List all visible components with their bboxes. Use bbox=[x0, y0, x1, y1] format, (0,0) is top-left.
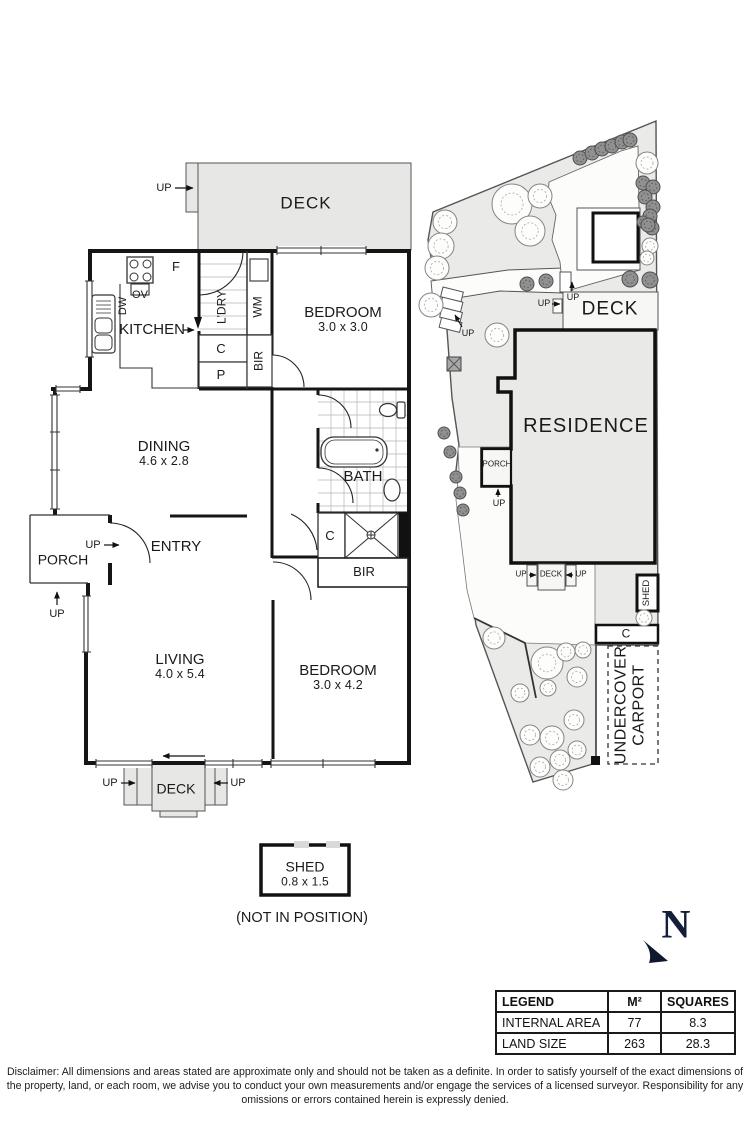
shed-note: (NOT IN POSITION) bbox=[236, 910, 368, 927]
site-carport-closet-label: C bbox=[621, 626, 631, 641]
pantry-label: P bbox=[216, 366, 226, 382]
room-label-deck-top: DECK bbox=[280, 193, 332, 213]
room-label-bedroom1: BEDROOM bbox=[304, 303, 382, 321]
site-porch-label: PORCH bbox=[482, 459, 512, 469]
fridge-label: F bbox=[172, 258, 180, 274]
legend-row-internal-area: INTERNAL AREA 77 8.3 bbox=[495, 1011, 736, 1034]
room-label-dining: DINING bbox=[137, 437, 191, 455]
legend-header-squares: SQUARES bbox=[660, 990, 736, 1013]
legend-header-row: LEGEND M² SQUARES bbox=[495, 990, 736, 1013]
legend-cell-label: LAND SIZE bbox=[495, 1032, 609, 1055]
up-label-porch: UP bbox=[85, 538, 101, 551]
up-label-site-bottom-right: UP bbox=[575, 569, 587, 579]
site-shed-label: SHED bbox=[640, 579, 652, 607]
up-label-site-porch: UP bbox=[492, 498, 506, 509]
robe-label-bedroom1: BIR bbox=[251, 350, 266, 372]
room-label-kitchen: KITCHEN bbox=[119, 320, 185, 338]
legend-cell-squares: 28.3 bbox=[660, 1032, 736, 1055]
room-label-bath: BATH bbox=[343, 467, 383, 485]
oven-label: OV bbox=[132, 288, 148, 301]
site-carport-line1: UNDERCOVER bbox=[612, 645, 630, 765]
room-label-porch: PORCH bbox=[37, 551, 89, 568]
compass-arrow-icon bbox=[643, 940, 668, 963]
up-label-below-porch: UP bbox=[49, 607, 65, 620]
disclaimer-text: Disclaimer: All dimensions and areas sta… bbox=[6, 1066, 744, 1106]
up-label-site-steps: UP bbox=[461, 328, 475, 339]
room-label-bedroom2: BEDROOM bbox=[299, 661, 377, 679]
hall-robe-label: BIR bbox=[353, 563, 375, 579]
site-carport-line2: CARPORT bbox=[630, 664, 647, 746]
dishwasher-label: DW bbox=[116, 296, 129, 316]
site-deck-small-label: DECK bbox=[539, 569, 563, 579]
site-deck-label: DECK bbox=[581, 298, 639, 320]
compass-north-label: N bbox=[661, 901, 691, 947]
shed-name: SHED bbox=[285, 858, 325, 875]
room-dims-living: 4.0 x 5.4 bbox=[155, 667, 205, 682]
legend-cell-m2: 77 bbox=[607, 1011, 662, 1034]
legend-header-legend: LEGEND bbox=[495, 990, 609, 1013]
up-label-site-deck-a: UP bbox=[537, 298, 551, 309]
legend-cell-m2: 263 bbox=[607, 1032, 662, 1055]
room-dims-bedroom1: 3.0 x 3.0 bbox=[318, 320, 368, 335]
legend-table: LEGEND M² SQUARES INTERNAL AREA 77 8.3 L… bbox=[495, 990, 736, 1055]
up-label-deck-bottom-right: UP bbox=[230, 776, 246, 789]
room-dims-dining: 4.6 x 2.8 bbox=[139, 454, 189, 469]
hall-closet-label: C bbox=[325, 527, 335, 543]
laundry-label: L'DRY bbox=[214, 289, 229, 325]
legend-cell-label: INTERNAL AREA bbox=[495, 1011, 609, 1034]
up-label-site-deck-b: UP bbox=[566, 292, 580, 303]
site-carport-label: UNDERCOVER CARPORT bbox=[612, 646, 647, 765]
site-residence-label: RESIDENCE bbox=[523, 415, 649, 437]
up-label-deck-bottom-left: UP bbox=[102, 776, 118, 789]
up-label-deck-top: UP bbox=[156, 181, 172, 194]
up-label-site-bottom-left: UP bbox=[515, 569, 527, 579]
legend-row-land-size: LAND SIZE 263 28.3 bbox=[495, 1032, 736, 1055]
legend-cell-squares: 8.3 bbox=[660, 1011, 736, 1034]
closet-label: C bbox=[216, 340, 226, 356]
washing-machine-label: WM bbox=[250, 296, 265, 318]
room-label-living: LIVING bbox=[155, 650, 205, 668]
shed-dims: 0.8 x 1.5 bbox=[281, 874, 329, 889]
legend-header-m2: M² bbox=[607, 990, 662, 1013]
room-label-entry: ENTRY bbox=[150, 537, 202, 555]
room-dims-bedroom2: 3.0 x 4.2 bbox=[313, 678, 363, 693]
room-label-deck-bottom: DECK bbox=[156, 780, 196, 797]
